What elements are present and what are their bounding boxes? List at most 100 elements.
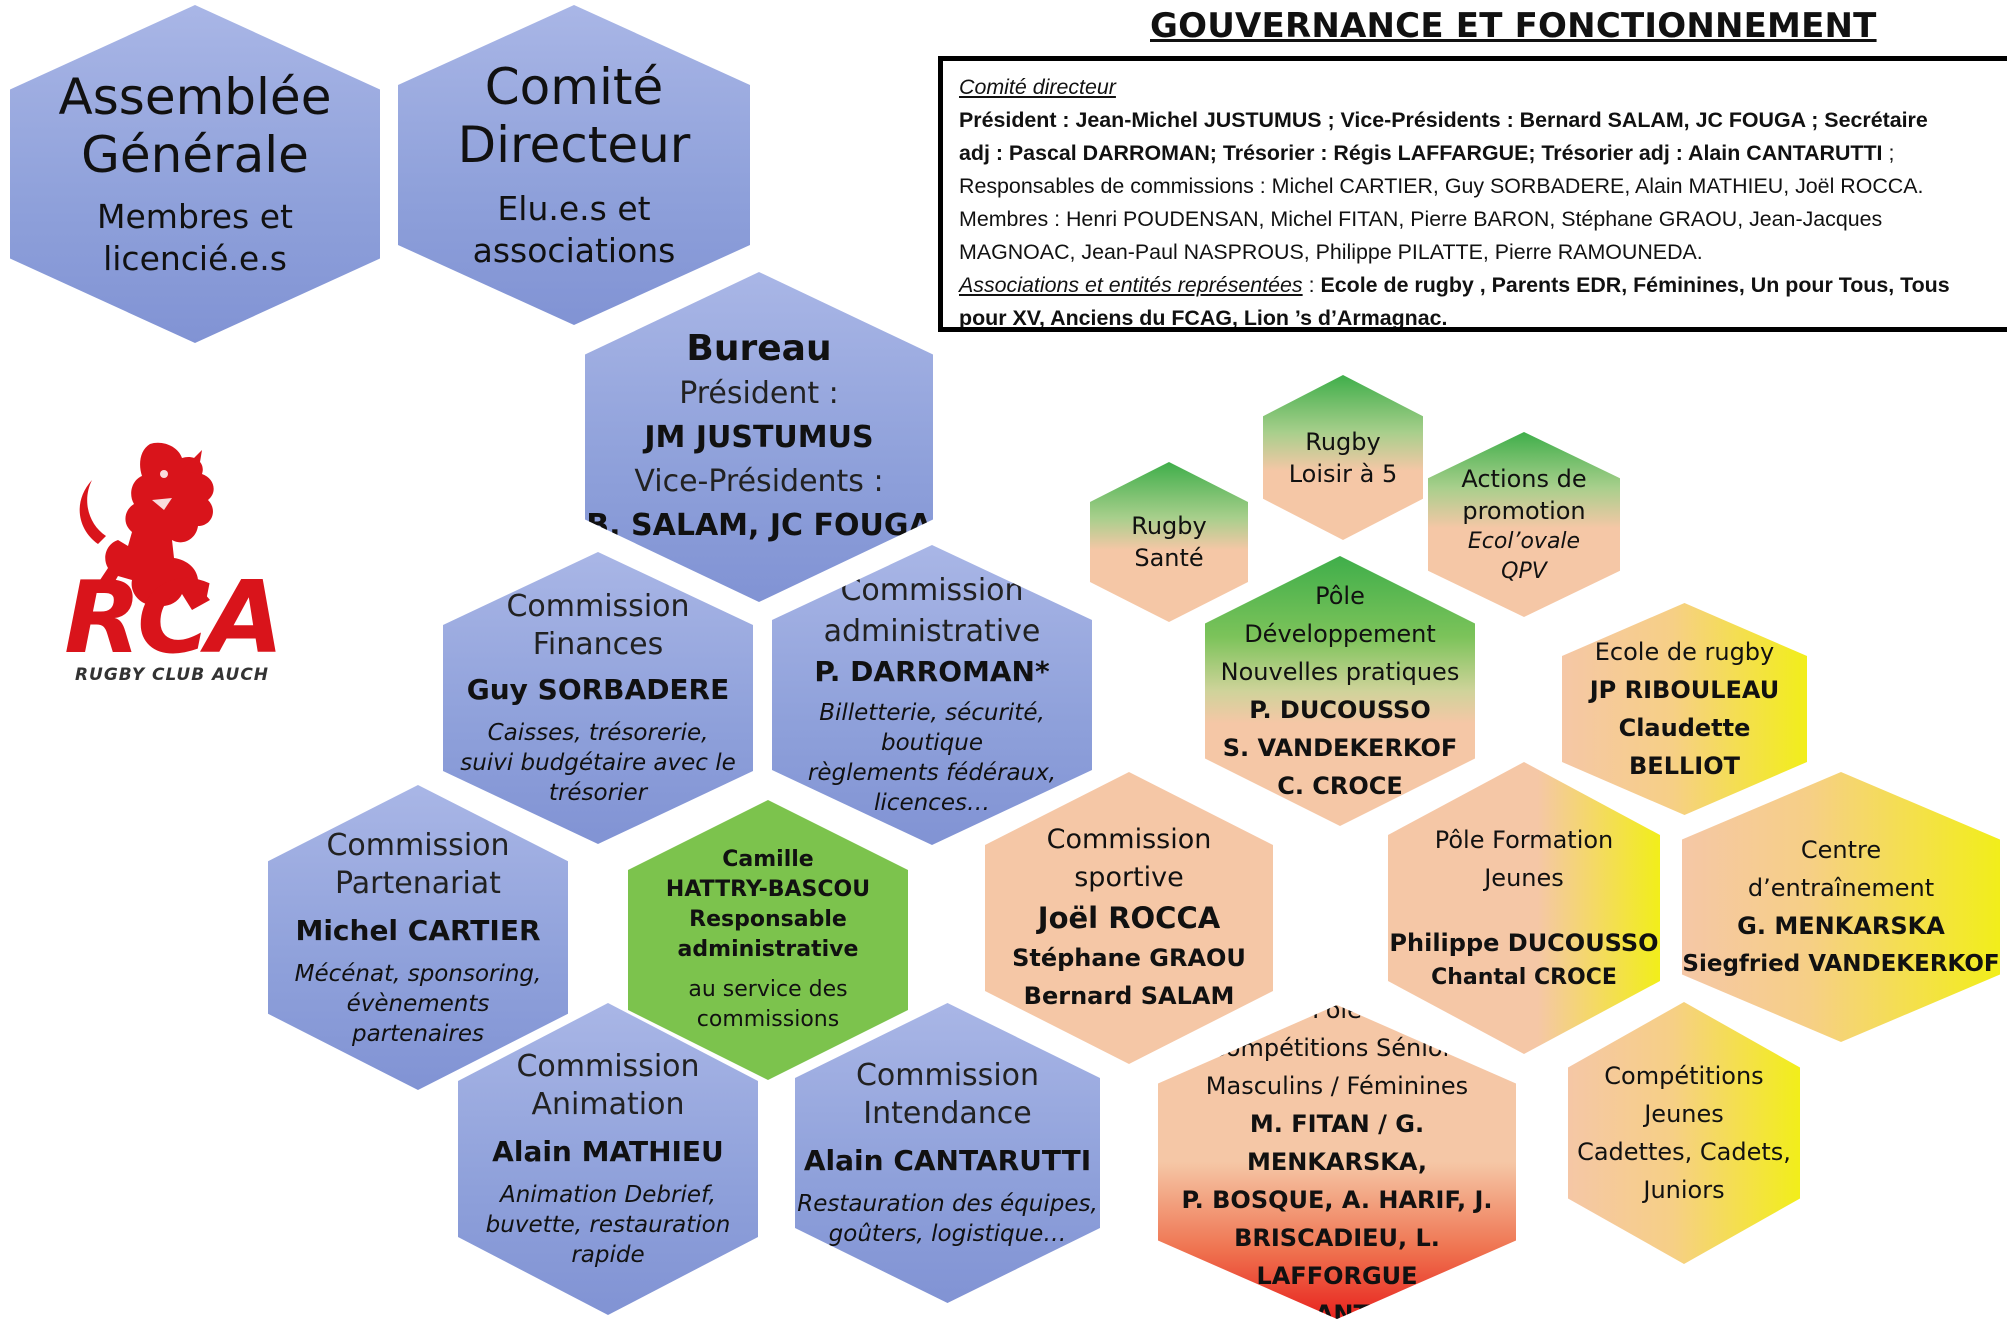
animation-name: Alain MATHIEU bbox=[492, 1135, 724, 1168]
formation-line-1: Pôle Formation bbox=[1434, 826, 1614, 854]
pole-dev-name-1: P. DUCOUSSO bbox=[1249, 696, 1431, 724]
centre-name-2: Siegfried VANDEKERKOF bbox=[1682, 951, 2000, 977]
rugby-loisir-1: Rugby bbox=[1305, 427, 1381, 456]
sportive-name-3: Bernard SALAM bbox=[1023, 982, 1235, 1010]
partenariat-name: Michel CARTIER bbox=[295, 913, 541, 947]
rca-logo: RCA RUGBY CLUB AUCH bbox=[32, 440, 312, 685]
assemblee-title-1: Assemblée bbox=[58, 68, 332, 126]
assoc-label: Associations et entités représentées bbox=[959, 273, 1303, 297]
hex-pole-developpement: Pôle Développement Nouvelles pratiques P… bbox=[1205, 556, 1475, 826]
partenariat-desc-3: partenaires bbox=[352, 1020, 484, 1047]
competitions-sen-name-2: P. BOSQUE, A. HARIF, J. bbox=[1181, 1186, 1493, 1214]
finances-desc-1: Caisses, trésorerie, bbox=[487, 720, 709, 746]
hex-commission-partenariat: Commission Partenariat Michel CARTIER Mé… bbox=[268, 785, 568, 1090]
actions-line-4: QPV bbox=[1501, 558, 1547, 584]
centre-name-1: G. MENKARSKA bbox=[1737, 912, 1945, 940]
competitions-jeunes-line-3: Cadettes, Cadets, bbox=[1577, 1138, 1791, 1166]
pole-dev-line-1: Pôle bbox=[1315, 582, 1365, 610]
hex-rugby-sante: Rugby Santé bbox=[1090, 462, 1248, 622]
assemblee-title-2: Générale bbox=[81, 126, 309, 184]
hex-commission-administrative: Commission administrative P. DARROMAN* B… bbox=[772, 545, 1092, 845]
intendance-name: Alain CANTARUTTI bbox=[803, 1144, 1092, 1177]
finances-title-1: Commission bbox=[506, 589, 690, 624]
hex-commission-finances: Commission Finances Guy SORBADERE Caisse… bbox=[443, 552, 753, 844]
competitions-sen-name-4: A.ANTY bbox=[1286, 1300, 1388, 1328]
box-heading: Comité directeur bbox=[959, 75, 1116, 99]
competitions-sen-name-1: M. FITAN / G. MENKARSKA, bbox=[1246, 1110, 1428, 1176]
ecole-line-1: Ecole de rugby bbox=[1594, 638, 1775, 666]
actions-line-3: Ecol’ovale bbox=[1467, 528, 1581, 554]
hex-pole-competitions-seniors: Pôle Compétitions Séniors Masculins / Fé… bbox=[1158, 1005, 1516, 1319]
rugby-sante-1: Rugby bbox=[1131, 512, 1207, 540]
comite-sub-1: Elu.e.s et bbox=[497, 189, 651, 228]
hex-pole-formation-jeunes: Pôle Formation Jeunes Philippe DUCOUSSO … bbox=[1388, 762, 1660, 1054]
centre-line-2: d’entraînement bbox=[1747, 874, 1935, 902]
bureau-line-4: B. SALAM, JC FOUGA bbox=[586, 508, 932, 543]
actions-line-1: Actions de bbox=[1461, 464, 1587, 493]
assoc-sep: : bbox=[1302, 273, 1321, 297]
admin-desc-2: règlements fédéraux, bbox=[807, 760, 1057, 786]
competitions-jeunes-line-2: Jeunes bbox=[1644, 1100, 1724, 1128]
assemblee-sub-1: Membres et bbox=[97, 197, 293, 236]
admin-desc-3: licences… bbox=[874, 790, 990, 816]
formation-line-2: Jeunes bbox=[1484, 864, 1564, 892]
camille-name-2: HATTRY-BASCOU bbox=[665, 877, 871, 902]
hex-centre-entrainement: Centre d’entraînement G. MENKARSKA Siegf… bbox=[1682, 772, 2000, 1042]
pole-dev-line-3: Nouvelles pratiques bbox=[1220, 658, 1460, 686]
partenariat-desc-2: évènements bbox=[346, 990, 490, 1017]
assemblee-sub-2: licencié.e.s bbox=[103, 239, 287, 278]
camille-role-2: administrative bbox=[677, 937, 859, 962]
assoc-values-1: Ecole de rugby , Parents EDR, Féminines,… bbox=[1320, 273, 1950, 297]
bureau-title: Bureau bbox=[686, 328, 832, 369]
animation-desc-2: buvette, restauration bbox=[485, 1212, 731, 1238]
hex-bureau: Bureau Président : JM JUSTUMUS Vice-Prés… bbox=[585, 272, 933, 602]
hex-rugby-loisir: Rugby Loisir à 5 bbox=[1263, 375, 1423, 540]
bureau-line-2: JM JUSTUMUS bbox=[644, 420, 874, 455]
rugby-loisir-2: Loisir à 5 bbox=[1288, 459, 1398, 488]
rugby-sante-2: Santé bbox=[1134, 544, 1204, 572]
actions-line-2: promotion bbox=[1462, 496, 1586, 525]
finances-desc-3: trésorier bbox=[548, 780, 648, 806]
hex-competitions-jeunes: Compétitions Jeunes Cadettes, Cadets, Ju… bbox=[1568, 1002, 1800, 1264]
finances-name: Guy SORBADERE bbox=[466, 673, 730, 706]
ecole-name-2: Claudette BELLIOT bbox=[1618, 714, 1751, 780]
competitions-jeunes-line-4: Juniors bbox=[1643, 1176, 1725, 1204]
bureau-line-1: Président : bbox=[679, 376, 839, 411]
sportive-title-2: sportive bbox=[1074, 862, 1184, 893]
hex-ecole-de-rugby: Ecole de rugby JP RIBOULEAU Claudette BE… bbox=[1562, 603, 1807, 815]
partenariat-desc-1: Mécénat, sponsoring, bbox=[294, 960, 542, 987]
intendance-desc-1: Restauration des équipes, bbox=[797, 1191, 1098, 1217]
sportive-name-2: Stéphane GRAOU bbox=[1012, 944, 1246, 972]
admin-name: P. DARROMAN* bbox=[814, 655, 1050, 688]
pole-dev-name-3: C. CROCE bbox=[1277, 772, 1403, 800]
sportive-title-1: Commission bbox=[1046, 824, 1212, 855]
competitions-jeunes-line-1: Compétitions bbox=[1604, 1062, 1764, 1090]
box-line-1: Président : Jean-Michel JUSTUMUS ; Vice-… bbox=[959, 108, 1928, 132]
hex-commission-animation: Commission Animation Alain MATHIEU Anima… bbox=[458, 1003, 758, 1315]
comite-directeur-box: Comité directeur Président : Jean-Michel… bbox=[938, 56, 2007, 332]
animation-desc-1: Animation Debrief, bbox=[499, 1182, 716, 1208]
box-line-4: Membres : Henri POUDENSAN, Michel FITAN,… bbox=[959, 207, 1883, 231]
intendance-desc-2: goûters, logistique… bbox=[828, 1221, 1067, 1247]
ecole-name-1: JP RIBOULEAU bbox=[1589, 676, 1780, 704]
sportive-name: Joël ROCCA bbox=[1037, 901, 1221, 935]
box-line-2: adj : Pascal DARROMAN; Trésorier : Régis… bbox=[959, 141, 1883, 165]
hex-assemblee-generale: Assemblée Générale Membres et licencié.e… bbox=[10, 5, 380, 343]
competitions-sen-line-2: Compétitions Séniors bbox=[1209, 1034, 1465, 1062]
comite-sub-2: associations bbox=[472, 231, 676, 270]
logo-caption: RUGBY CLUB AUCH bbox=[75, 665, 269, 685]
competitions-sen-name-3: BRISCADIEU, L. LAFFORGUE bbox=[1234, 1224, 1440, 1290]
box-line-5: MAGNOAC, Jean-Paul NASPROUS, Philippe PI… bbox=[959, 240, 1703, 264]
box-line-2-end: ; bbox=[1882, 141, 1895, 165]
hex-comite-directeur: Comité Directeur Elu.e.s et associations bbox=[398, 5, 750, 325]
partenariat-title-1: Commission bbox=[326, 827, 510, 863]
admin-title-2: administrative bbox=[823, 614, 1041, 649]
animation-title-2: Animation bbox=[531, 1087, 685, 1122]
hex-commission-intendance: Commission Intendance Alain CANTARUTTI R… bbox=[795, 1003, 1100, 1303]
camille-role-1: Responsable bbox=[689, 907, 847, 932]
admin-desc-1: Billetterie, sécurité, boutique bbox=[819, 700, 1045, 756]
competitions-sen-line-3: Masculins / Féminines bbox=[1205, 1072, 1469, 1100]
finances-desc-2: suivi budgétaire avec le bbox=[460, 750, 736, 776]
camille-name-1: Camille bbox=[722, 847, 814, 872]
comite-title-2: Directeur bbox=[457, 116, 691, 174]
